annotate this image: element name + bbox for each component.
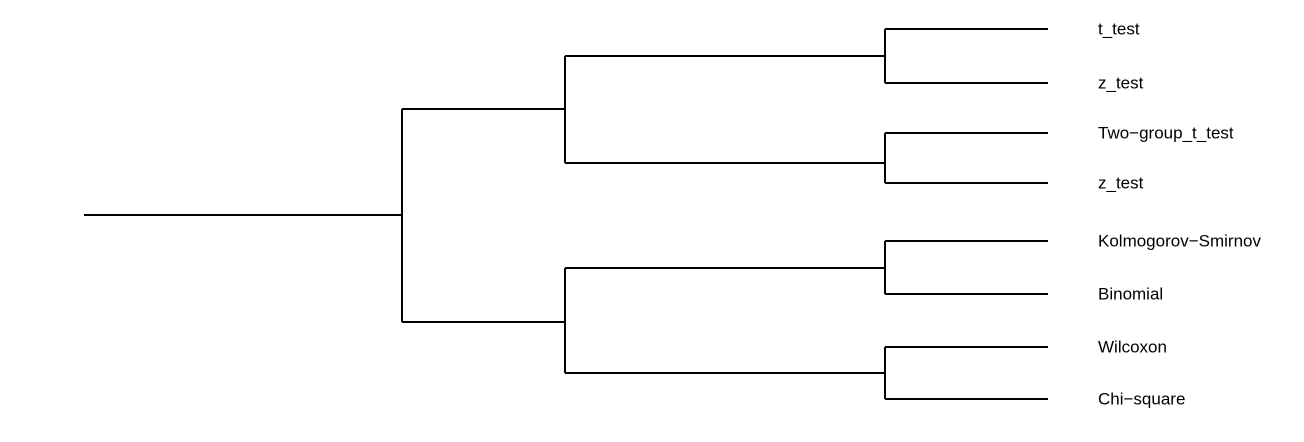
leaf-label-0: t_test <box>1098 19 1140 39</box>
leaf-label-1: z_test <box>1098 73 1144 93</box>
leaf-label-6: Wilcoxon <box>1098 337 1167 357</box>
leaf-label-7: Chi−square <box>1098 389 1186 409</box>
tree-branch-lines <box>84 28 1048 400</box>
leaf-label-4: Kolmogorov−Smirnov <box>1098 231 1261 251</box>
leaf-label-2: Two−group_t_test <box>1098 123 1234 143</box>
leaf-label-5: Binomial <box>1098 284 1164 304</box>
leaf-label-3: z_test <box>1098 173 1144 193</box>
